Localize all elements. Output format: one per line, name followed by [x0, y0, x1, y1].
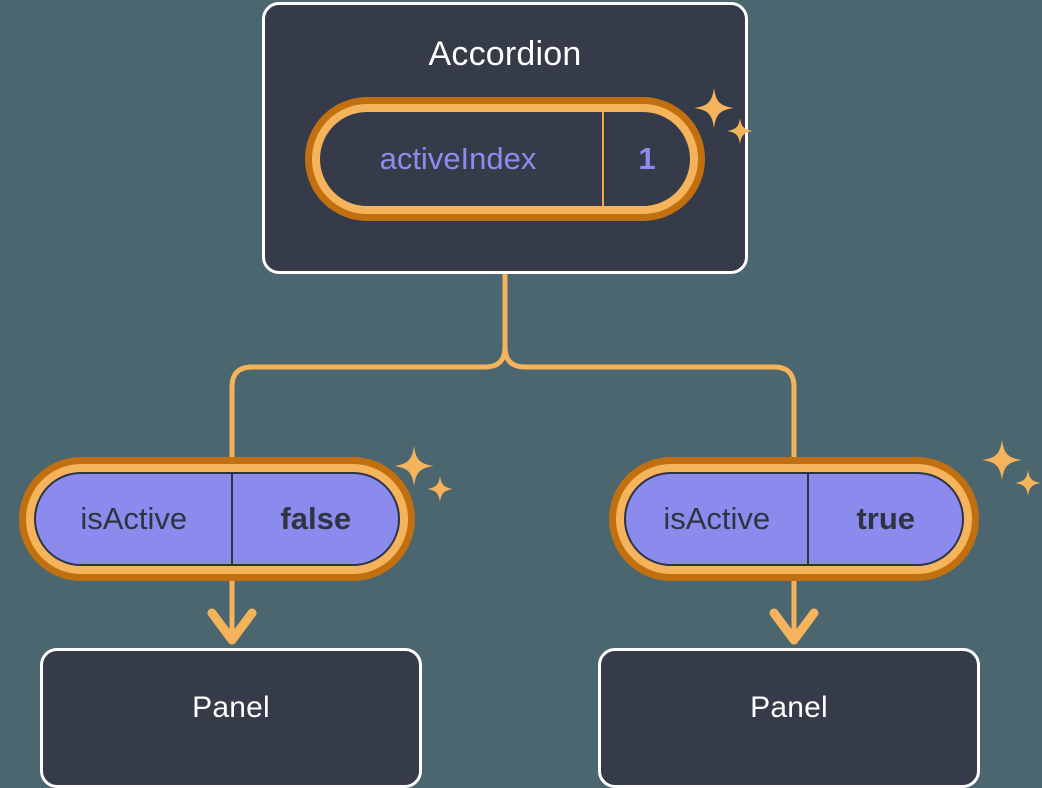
prop-value-label: true	[807, 474, 962, 564]
prop-pill-is-active-false[interactable]: isActive false	[26, 464, 408, 574]
accordion-title: Accordion	[428, 35, 582, 73]
state-key-label: activeIndex	[379, 141, 537, 176]
prop-key-label: isActive	[663, 501, 771, 536]
pill-inner: isActive false	[34, 472, 400, 566]
prop-pill-is-active-true[interactable]: isActive true	[616, 464, 972, 574]
component-tree-diagram: Accordion activeIndex 1 isActive false P…	[26, 2, 1041, 788]
state-value-label: 1	[602, 112, 690, 206]
panel-title: Panel	[750, 691, 828, 724]
state-pill-active-index[interactable]: activeIndex 1	[312, 104, 698, 214]
sparkle-icon	[982, 440, 1041, 496]
prop-key-label: isActive	[80, 501, 188, 536]
panel-component-node-right[interactable]: Panel	[598, 648, 980, 788]
panel-title: Panel	[192, 691, 270, 724]
edge-accordion-to-right-panel	[502, 271, 797, 467]
edge-accordion-to-left-panel	[229, 271, 508, 467]
panel-component-node-left[interactable]: Panel	[40, 648, 422, 788]
prop-value-label: false	[231, 474, 398, 564]
arrow-down-icon	[207, 608, 257, 645]
arrow-down-icon	[769, 608, 819, 645]
pill-inner: isActive true	[624, 472, 964, 566]
